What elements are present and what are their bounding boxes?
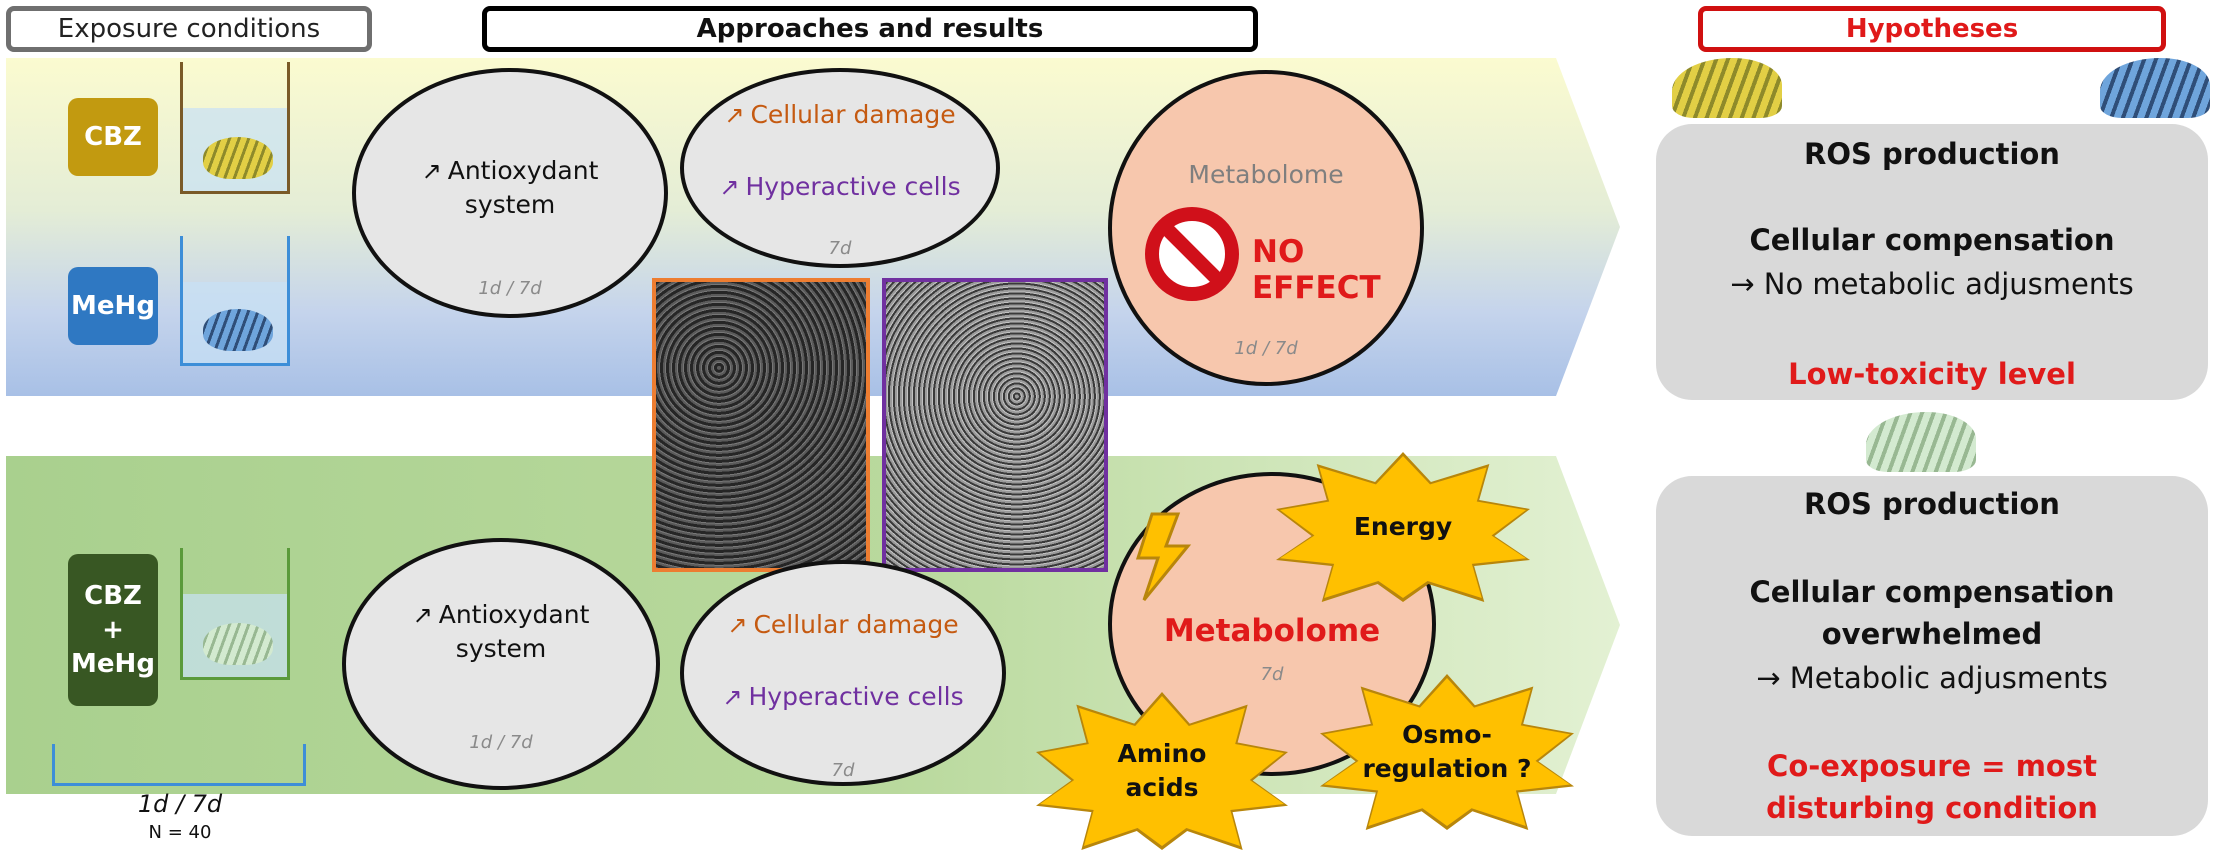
- cells-time: 7d: [828, 238, 852, 259]
- hypothesis-title: ROS production: [1804, 137, 2060, 171]
- antioxidant-time: 1d / 7d: [469, 732, 533, 753]
- sample-size: N = 40: [148, 822, 212, 843]
- hyperactive-cells-label: Hyperactive cells: [748, 682, 964, 711]
- tag-mix-line2: +: [102, 615, 124, 645]
- arrow-up-right-icon: ↗: [727, 611, 748, 639]
- beaker-mix: [180, 548, 290, 680]
- arrow-up-right-icon: ↗: [719, 173, 740, 201]
- header-hypotheses: Hypotheses: [1698, 6, 2166, 52]
- oval-antioxidant-top: ↗Antioxydant system 1d / 7d: [352, 68, 668, 318]
- antioxidant-label-2: system: [464, 190, 556, 219]
- oyster-blue-icon: [203, 309, 273, 351]
- hypothesis-line1: Cellular compensation: [1749, 223, 2115, 257]
- metabolome-label: Metabolome: [1188, 160, 1344, 189]
- oval-cells-top: ↗Cellular damage ↗Hyperactive cells 7d: [680, 68, 1000, 268]
- oval-antioxidant-bottom: ↗Antioxydant system 1d / 7d: [342, 538, 660, 790]
- tag-cbz-mehg: CBZ + MeHg: [68, 554, 158, 706]
- antioxidant-label: Antioxydant: [447, 156, 599, 185]
- osmo-label-2: regulation ?: [1362, 754, 1532, 783]
- metabolome-time: 7d: [1260, 664, 1284, 685]
- arrow-up-right-icon: ↗: [722, 683, 743, 711]
- hypothesis-line1: Cellular compensation: [1749, 575, 2115, 609]
- micrograph-cellular-damage: [652, 278, 870, 572]
- amino-label-1: Amino: [1117, 739, 1207, 768]
- tag-mehg: MeHg: [68, 267, 158, 345]
- metabolome-top: Metabolome NO EFFECT 1d / 7d: [1108, 70, 1424, 386]
- micrograph-hyperactive-cells: [882, 278, 1108, 572]
- oval-cells-bottom: ↗Cellular damage ↗Hyperactive cells 7d: [680, 560, 1006, 786]
- oyster-blue-icon: [2100, 58, 2210, 118]
- hypothesis-conclusion-1: Co-exposure = most: [1767, 749, 2097, 783]
- hypothesis-line3: → Metabolic adjusments: [1756, 661, 2108, 695]
- oyster-green-icon: [1866, 412, 1976, 472]
- tag-mix-line1: CBZ: [84, 581, 142, 611]
- arrow-up-right-icon: ↗: [421, 157, 442, 185]
- tag-mix-line3: MeHg: [71, 649, 155, 679]
- hypothesis-conclusion: Low-toxicity level: [1788, 357, 2076, 391]
- no-effect-label: NO EFFECT: [1252, 234, 1381, 306]
- header-approaches-results: Approaches and results: [482, 6, 1258, 52]
- osmo-label-1: Osmo-: [1402, 720, 1492, 749]
- hypothesis-co-exposure: ROS production Cellular compensation ove…: [1656, 476, 2208, 836]
- duration-bracket: [52, 744, 306, 786]
- tag-cbz: CBZ: [68, 98, 158, 176]
- antioxidant-label-2: system: [455, 634, 547, 663]
- lightning-icon: [1135, 512, 1192, 601]
- hypothesis-title: ROS production: [1804, 487, 2060, 521]
- oyster-yellow-icon: [1672, 58, 1782, 118]
- beaker-cbz: [180, 62, 290, 194]
- cellular-damage-label: Cellular damage: [750, 100, 956, 129]
- hypothesis-line2: → No metabolic adjusments: [1730, 267, 2134, 301]
- energy-label: Energy: [1353, 512, 1453, 541]
- exposure-duration: 1d / 7d: [137, 790, 223, 818]
- metabolome-time: 1d / 7d: [1234, 338, 1298, 359]
- arrow-up-right-icon: ↗: [724, 101, 745, 129]
- antioxidant-label: Antioxydant: [438, 600, 590, 629]
- hypothesis-conclusion-2: disturbing condition: [1766, 791, 2098, 825]
- hypothesis-single-exposure: ROS production Cellular compensation → N…: [1656, 124, 2208, 400]
- hyperactive-cells-label: Hyperactive cells: [745, 172, 961, 201]
- oyster-green-icon: [203, 623, 273, 665]
- arrow-up-right-icon: ↗: [412, 601, 433, 629]
- antioxidant-time: 1d / 7d: [478, 278, 542, 299]
- amino-label-2: acids: [1125, 773, 1199, 802]
- header-exposure-conditions: Exposure conditions: [6, 6, 372, 52]
- no-entry-icon: [1145, 207, 1239, 301]
- cells-time: 7d: [831, 760, 855, 781]
- beaker-mehg: [180, 236, 290, 366]
- cellular-damage-label: Cellular damage: [753, 610, 959, 639]
- oyster-yellow-icon: [203, 137, 273, 179]
- hypothesis-line2: overwhelmed: [1821, 617, 2043, 651]
- metabolome-label: Metabolome: [1163, 613, 1381, 649]
